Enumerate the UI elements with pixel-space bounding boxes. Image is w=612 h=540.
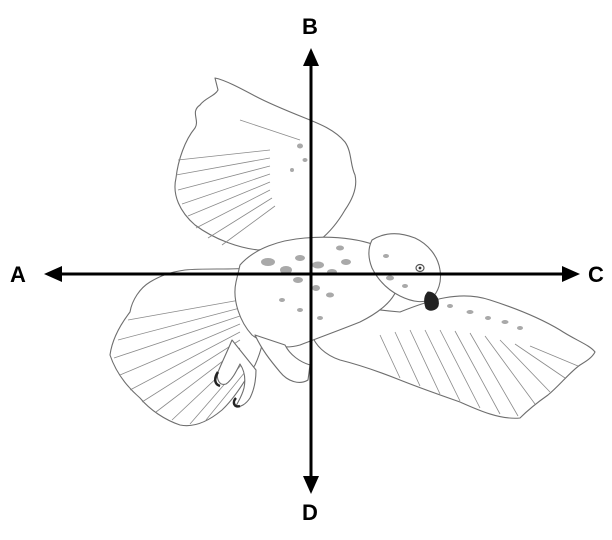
hawk-illustration xyxy=(110,78,595,426)
axis-label-d: D xyxy=(302,502,318,524)
arrowhead-d xyxy=(303,476,319,494)
arrowhead-c xyxy=(562,266,580,282)
axes xyxy=(44,48,580,494)
arrowhead-a xyxy=(44,266,62,282)
upper-wing xyxy=(175,78,356,250)
pupil xyxy=(419,267,422,270)
arrowhead-b xyxy=(303,48,319,66)
beak xyxy=(425,292,439,310)
axis-label-b: B xyxy=(302,16,318,38)
axis-label-c: C xyxy=(588,264,604,286)
axis-label-a: A xyxy=(10,264,26,286)
